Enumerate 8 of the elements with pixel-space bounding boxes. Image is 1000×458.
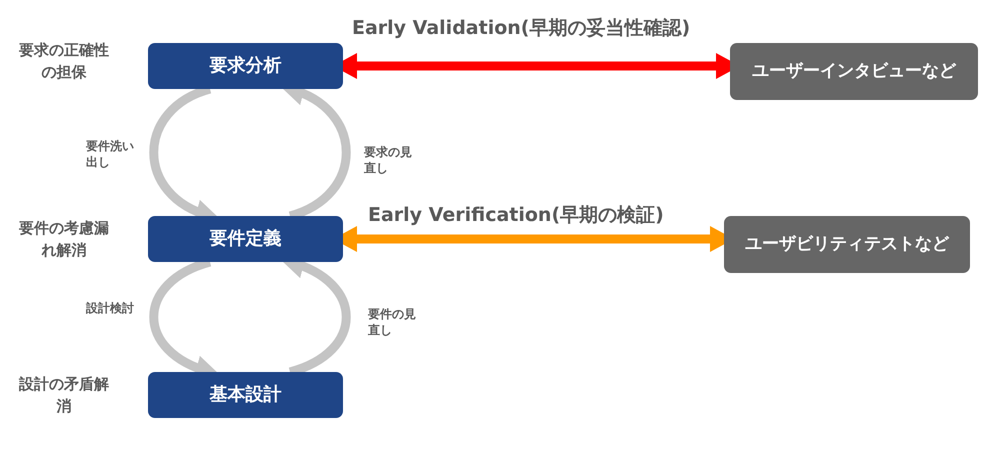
process-box: 要求分析 (148, 43, 343, 89)
process-box: 要件定義 (148, 216, 343, 262)
process-box: ユーザビリティテストなど (724, 216, 970, 273)
process-box: 基本設計 (148, 372, 343, 418)
note-text: 要求の正確性の担保 (18, 40, 110, 83)
note-text: 要件の考慮漏れ解消 (18, 218, 110, 261)
process-box: ユーザーインタビューなど (730, 43, 978, 100)
note-text: 設計の矛盾解消 (18, 374, 110, 417)
